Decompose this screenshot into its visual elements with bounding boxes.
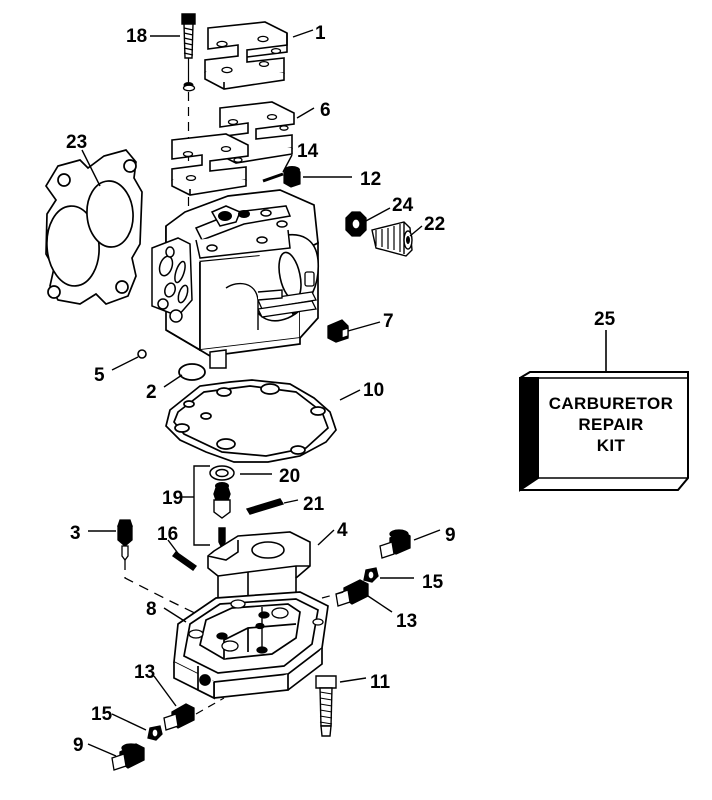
callout-23-c23: 23 — [66, 132, 88, 153]
callout-21-c21: 21 — [303, 494, 325, 515]
callout-15-c15a: 15 — [422, 572, 444, 593]
callout-1-c1: 1 — [315, 23, 326, 44]
callout-20-c20: 20 — [279, 466, 301, 487]
part-12-knob — [283, 166, 301, 188]
leader-5 — [111, 356, 139, 371]
part-14-pin — [262, 172, 284, 183]
leader-24 — [363, 207, 391, 223]
leader-13-upper — [367, 595, 393, 613]
part-5-plug — [137, 349, 147, 359]
part-13-screw-upper — [335, 579, 369, 607]
callout-8-c8: 8 — [146, 599, 157, 620]
leader-15-lower — [111, 713, 147, 731]
leader-2 — [163, 374, 183, 388]
part-15-washer-lower — [147, 725, 163, 741]
callout-14-c14: 14 — [297, 141, 319, 162]
part-8-float-bowl — [173, 591, 329, 700]
part-25-repair-kit-box — [519, 371, 689, 492]
part-21-clip — [245, 498, 285, 515]
part-6-lower-holes — [182, 145, 243, 182]
part-16-hinge-pin — [172, 551, 197, 571]
leader-7 — [347, 321, 381, 332]
callout-12-c12: 12 — [360, 169, 382, 190]
callout-4-c4: 4 — [337, 520, 348, 541]
part-8-bowl-holes — [188, 599, 324, 654]
part-10-bowl-gasket — [165, 379, 337, 463]
leader-1 — [292, 29, 314, 38]
leader-10 — [339, 389, 361, 401]
callout-7-c7: 7 — [383, 311, 394, 332]
callout-5-c5: 5 — [94, 365, 105, 386]
carburetor-vent-slots — [257, 271, 317, 318]
part-24-lockwasher — [345, 211, 367, 237]
part-19-inlet-needle — [213, 482, 231, 550]
part-18-screw — [181, 13, 196, 88]
callout-25-c25: 25 — [594, 309, 616, 330]
callout-22-c22: 22 — [424, 214, 446, 235]
assembly-axis-13u — [321, 591, 345, 599]
part-23-mounting-gasket — [44, 149, 143, 305]
leader-22 — [409, 225, 423, 237]
part-19-bracket — [193, 465, 210, 546]
part-13-screw-lower — [163, 703, 195, 731]
carburetor-left-flange — [151, 237, 193, 323]
part-4-float — [207, 531, 311, 609]
part-20-seat-washer — [209, 465, 235, 481]
assembly-axis-13l — [195, 697, 225, 715]
leader-23 — [81, 149, 101, 187]
callout-9-c9b: 9 — [73, 735, 84, 756]
leader-8 — [163, 607, 187, 623]
part-15-washer-upper — [363, 567, 379, 583]
part-6-lower-plate — [171, 133, 249, 196]
callout-10-c10: 10 — [363, 380, 385, 401]
callout-13-c13a: 13 — [396, 611, 418, 632]
part-9-screw-lower — [111, 743, 145, 771]
carburetor-top-linkage — [194, 205, 292, 259]
callout-2-c2: 2 — [146, 382, 157, 403]
callout-18-c18: 18 — [126, 26, 148, 47]
carburetor-idle-passage — [225, 282, 283, 330]
part-9-screw-upper — [379, 529, 411, 559]
part-7-grommet — [327, 319, 349, 343]
part-3-jet — [117, 519, 133, 562]
part-1-cover-plate — [204, 21, 288, 90]
part-2-o-ring — [178, 363, 206, 381]
kit-line-3: KIT — [596, 436, 626, 455]
part-1-holes — [182, 35, 282, 92]
leader-9-lower — [87, 743, 117, 757]
leader-16 — [167, 539, 181, 557]
leader-6 — [296, 107, 315, 119]
kit-line-1: CARBURETOR — [548, 394, 674, 413]
callout-11-c11: 11 — [370, 672, 391, 693]
leader-9-upper — [413, 529, 441, 541]
part-11-bolt — [315, 675, 337, 737]
leader-13-lower — [153, 675, 177, 707]
carburetor-bottom-boss — [209, 349, 227, 369]
callout-13-c13b: 13 — [134, 662, 156, 683]
part-22-screw — [371, 221, 413, 257]
callout-19-c19: 19 — [162, 488, 184, 509]
callout-9-c9a: 9 — [445, 525, 456, 546]
callout-24-c24: 24 — [392, 195, 414, 216]
callout-3-c3: 3 — [70, 523, 81, 544]
callout-15-c15b: 15 — [91, 704, 113, 725]
callout-16-c16: 16 — [157, 524, 179, 545]
callout-6-c6: 6 — [320, 100, 331, 121]
leader-4 — [317, 529, 335, 546]
leader-21 — [283, 499, 299, 504]
kit-line-2: REPAIR — [578, 415, 644, 434]
leader-11 — [339, 677, 367, 683]
